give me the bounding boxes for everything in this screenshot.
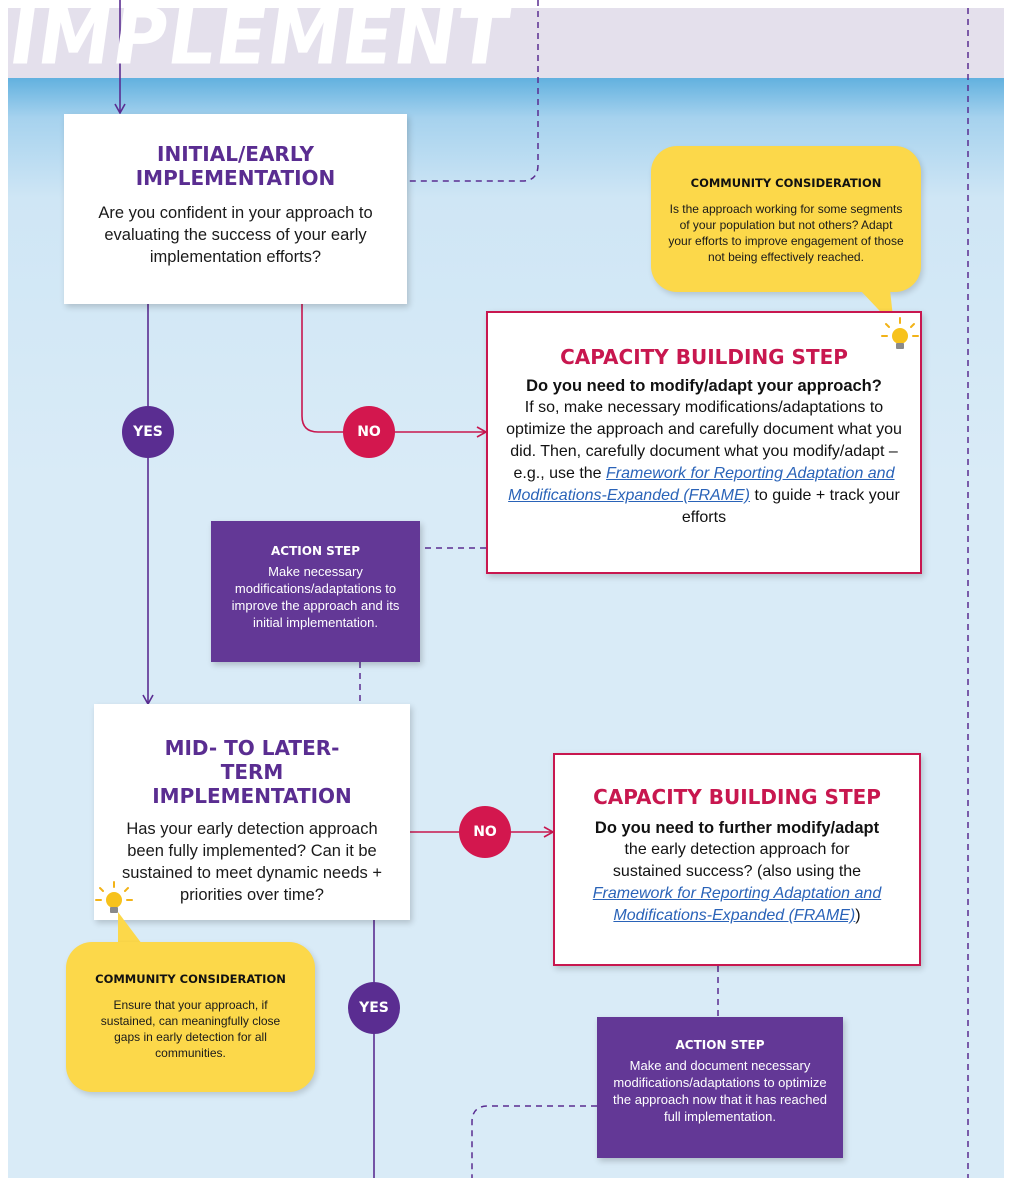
frame-link-2[interactable]: Framework for Reporting Adaptation and M…	[592, 885, 882, 924]
lightbulb-icon	[881, 317, 919, 349]
no-path-1	[301, 303, 488, 438]
community-consideration-1: COMMUNITY CONSIDERATION Is the approach …	[651, 146, 921, 292]
no-badge-2: NO	[459, 806, 511, 858]
lightbulb-icon	[95, 881, 133, 913]
mid-later-implementation-title: MID- TO LATER-TERM IMPLEMENTATION	[152, 736, 352, 808]
initial-implementation-title: INITIAL/EARLY IMPLEMENTATION	[135, 142, 336, 190]
mid-later-implementation-box: MID- TO LATER-TERM IMPLEMENTATION Has yo…	[94, 704, 410, 920]
capacity-building-2-text-after: )	[855, 907, 861, 924]
action-step-2: ACTION STEP Make and document necessary …	[597, 1017, 843, 1158]
dashed-action2-loop	[471, 1105, 597, 1178]
capacity-building-1-text-before: If so, make necessary modifications/adap…	[506, 399, 902, 482]
capacity-building-2-question: Do you need to further modify/adapt	[594, 819, 880, 837]
capacity-building-step-2: CAPACITY BUILDING STEP Do you need to fu…	[553, 753, 921, 966]
capacity-building-1-text-after: to guide + track your efforts	[681, 487, 900, 526]
frame-link-1[interactable]: Framework for Reporting Adaptation and M…	[508, 465, 895, 504]
action-step-1-title: ACTION STEP	[271, 544, 360, 558]
capacity-building-2-text: the early detection approach for sustain…	[569, 839, 905, 927]
capacity-building-step-1: CAPACITY BUILDING STEP Do you need to mo…	[486, 311, 922, 574]
capacity-building-1-title: CAPACITY BUILDING STEP	[560, 345, 848, 369]
action-step-1-text: Make necessary modifications/adaptations…	[231, 564, 400, 630]
community-consideration-1-text: Is the approach working for some segment…	[668, 202, 904, 264]
mid-later-implementation-text: Has your early detection approach been f…	[121, 820, 383, 904]
community-consideration-2: COMMUNITY CONSIDERATION Ensure that your…	[66, 942, 315, 1092]
action-step-2-title: ACTION STEP	[675, 1038, 765, 1052]
no-badge-1: NO	[343, 406, 395, 458]
yes-badge-2: YES	[348, 982, 400, 1034]
yes-badge-1: YES	[122, 406, 174, 458]
action-step-2-text: Make and document necessary modification…	[613, 1058, 827, 1124]
community-consideration-1-title: COMMUNITY CONSIDERATION	[690, 176, 882, 190]
action-step-1: ACTION STEP Make necessary modifications…	[211, 521, 420, 662]
loop-dashed-line	[408, 0, 539, 182]
capacity-building-1-question: Do you need to modify/adapt your approac…	[526, 377, 882, 395]
capacity-building-2-text-before: the early detection approach for sustain…	[612, 841, 862, 880]
community-consideration-2-title: COMMUNITY CONSIDERATION	[95, 972, 286, 986]
community-consideration-2-text: Ensure that your approach, if sustained,…	[100, 998, 281, 1060]
capacity-building-1-text: If so, make necessary modifications/adap…	[506, 397, 902, 529]
initial-implementation-box: INITIAL/EARLY IMPLEMENTATION Are you con…	[64, 114, 407, 304]
initial-implementation-text: Are you confident in your approach to ev…	[98, 204, 373, 266]
capacity-building-2-title: CAPACITY BUILDING STEP	[593, 785, 881, 809]
